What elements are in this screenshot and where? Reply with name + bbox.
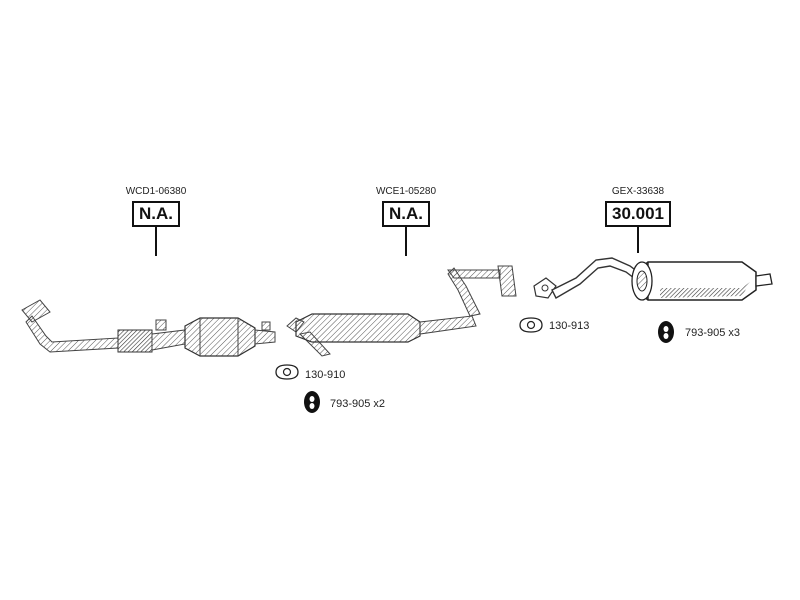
gasket-icon — [519, 317, 543, 333]
reference-box-rear: 30.001 — [605, 201, 671, 227]
part-code-middle: WCE1-05280 — [375, 186, 437, 197]
rubber-hanger-icon — [304, 391, 320, 413]
middle-pipe-section — [286, 265, 517, 357]
reference-box-front: N.A. — [132, 201, 180, 227]
rear-muffler-section — [533, 257, 773, 301]
reference-box-middle: N.A. — [382, 201, 430, 227]
part-code-front: WCD1-06380 — [125, 186, 187, 197]
rubber-hanger-icon — [658, 321, 674, 343]
gasket-icon — [275, 364, 299, 380]
front-pipe-section — [21, 299, 276, 357]
part-code-rear: GEX-33638 — [611, 186, 665, 197]
accessory-label-hanger-rear: 793-905 x3 — [685, 327, 741, 339]
accessory-label-gasket-rear: 130-913 — [549, 320, 590, 332]
accessory-label-hanger-front: 793-905 x2 — [330, 398, 386, 410]
accessory-label-gasket-front: 130-910 — [305, 369, 346, 381]
